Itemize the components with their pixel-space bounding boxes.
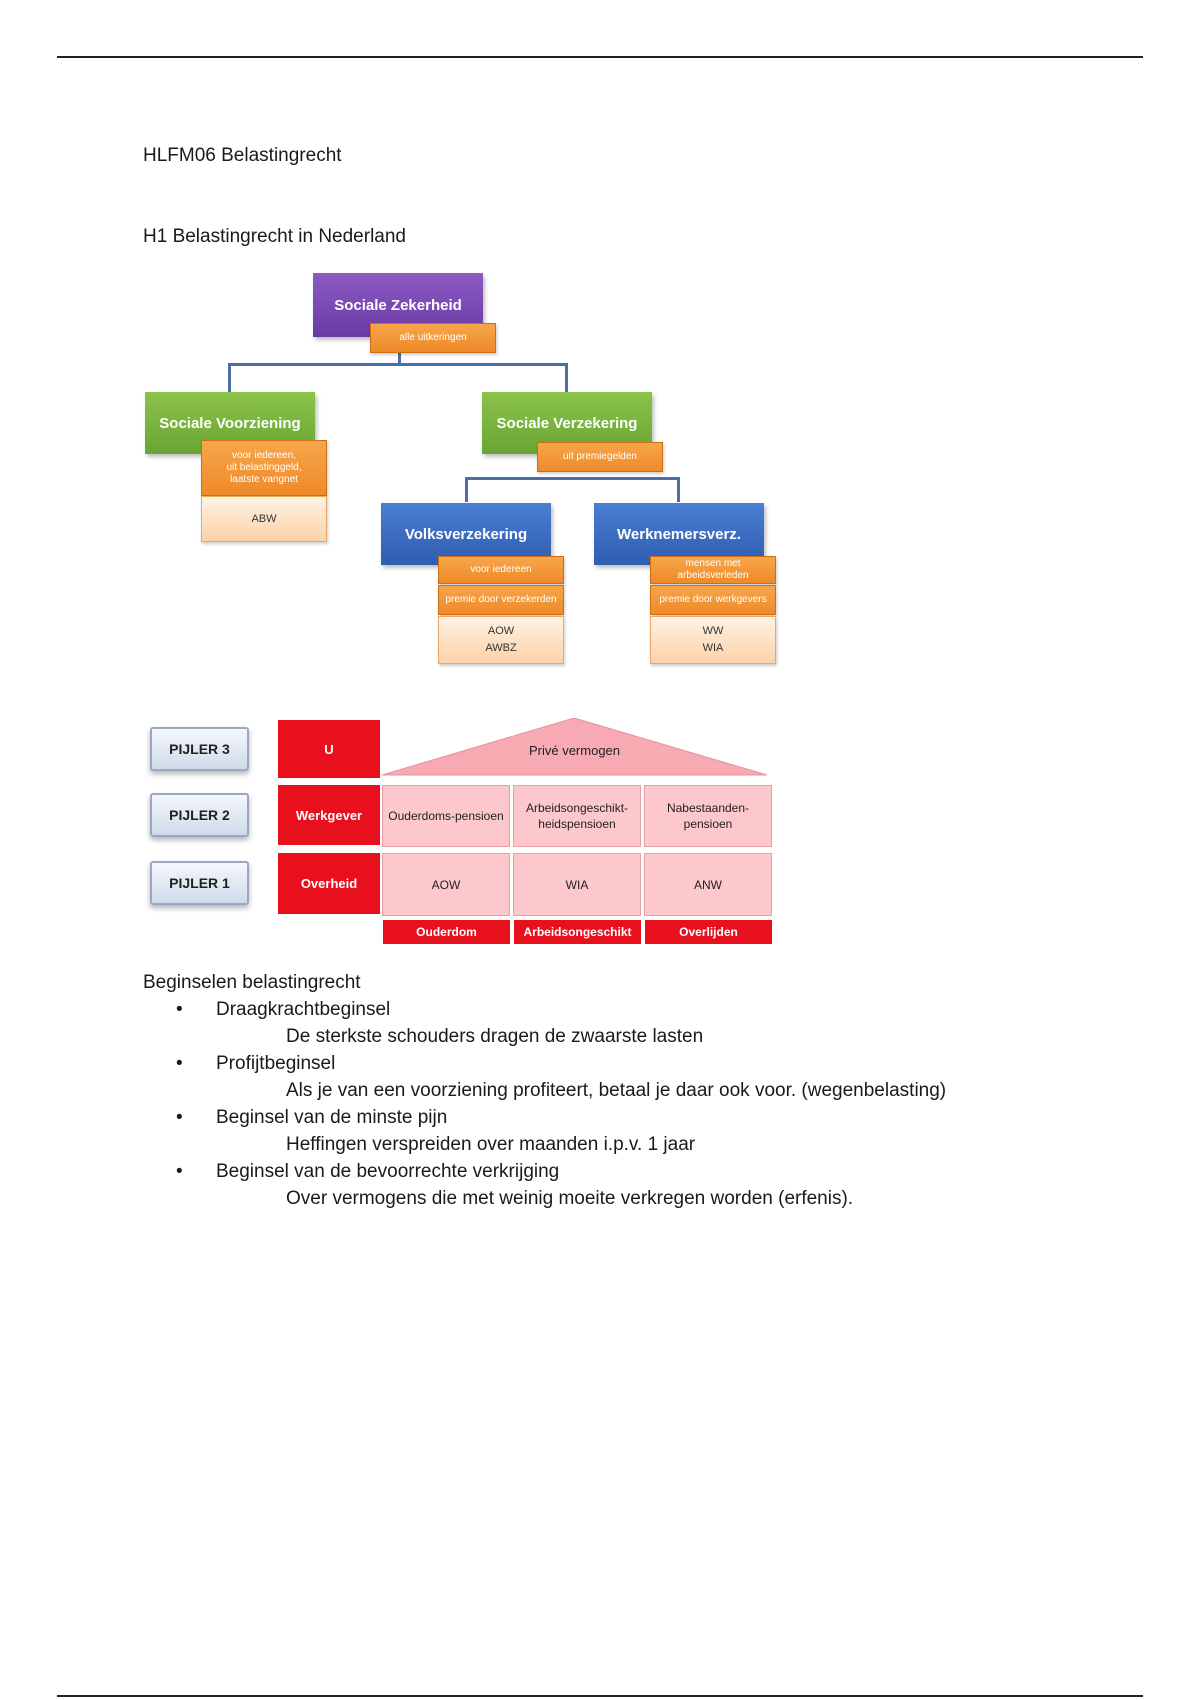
principle-description: Als je van een voorziening profiteert, b… (286, 1080, 947, 1101)
connector-verzekering-horizontal (465, 477, 680, 480)
list-item: • Beginsel van de bevoorrechte verkrijgi… (143, 1158, 1143, 1212)
pillar-3-label: PIJLER 3 (150, 727, 249, 771)
principle-description: De sterkste schouders dragen de zwaarste… (286, 1026, 704, 1047)
cell-ouderdomspensioen: Ouderdoms-pensioen (382, 785, 510, 847)
header-rule (57, 56, 1143, 58)
bullet-icon: • (176, 1161, 183, 1182)
risk-overlijden: Overlijden (645, 920, 772, 944)
principle-name: Profijtbeginsel (216, 1053, 336, 1074)
node-volksverzekering: Volksverzekering (381, 503, 551, 565)
cell-aow: AOW (382, 853, 510, 916)
example-aow: AOW (487, 625, 515, 637)
leaf-volks-examples: AOW AWBZ (438, 616, 564, 664)
actor-werkgever: Werkgever (278, 785, 380, 845)
cell-anw: ANW (644, 853, 772, 916)
tag-voorziening-line: voor iedereen, (232, 450, 296, 461)
tag-uit-premiegelden: uit premiegelden (537, 442, 663, 472)
footer-rule (57, 1695, 1143, 1697)
bullet-icon: • (176, 1053, 183, 1074)
connector-root-vertical (398, 348, 401, 365)
list-item: • Draagkrachtbeginsel De sterkste schoud… (143, 996, 1143, 1050)
cell-nabestaandenpensioen: Nabestaanden-pensioen (644, 785, 772, 847)
example-ww: WW (702, 625, 724, 637)
risk-arbeidsongeschikt: Arbeidsongeschikt (514, 920, 641, 944)
principle-name: Beginsel van de bevoorrechte verkrijging (216, 1161, 560, 1182)
bullet-icon: • (176, 1107, 183, 1128)
example-awbz: AWBZ (485, 642, 517, 654)
principles-list: • Draagkrachtbeginsel De sterkste schoud… (143, 996, 1143, 1212)
document-title: HLFM06 Belastingrecht (143, 145, 342, 166)
principle-description: Heffingen verspreiden over maanden i.p.v… (286, 1134, 696, 1155)
node-sociale-voorziening: Sociale Voorziening (145, 392, 315, 454)
principle-name: Draagkrachtbeginsel (216, 999, 391, 1020)
social-security-org-chart: Sociale Zekerheid alle uitkeringen Socia… (140, 270, 790, 670)
bullet-icon: • (176, 999, 183, 1020)
principles-section: Beginselen belastingrecht • Draagkrachtb… (143, 969, 1143, 1212)
principle-description: Over vermogens die met weinig moeite ver… (286, 1188, 854, 1209)
actor-u: U (278, 720, 380, 778)
roof-prive-vermogen (382, 718, 767, 776)
tag-alle-uitkeringen: alle uitkeringen (370, 323, 496, 353)
tag-voorziening-line: laatste vangnet (230, 474, 298, 485)
actor-overheid: Overheid (278, 853, 380, 914)
connector-werknemers (677, 477, 680, 502)
tag-voorziening: voor iedereen, uit belastinggeld, laatst… (201, 440, 327, 496)
tag-volks-premie: premie door verzekerden (438, 585, 564, 615)
tag-werknemers-arbeidsverleden: mensen met arbeidsverleden (650, 556, 776, 584)
cell-wia: WIA (513, 853, 641, 916)
leaf-voorziening-examples: ABW (201, 496, 327, 542)
tag-volks-voor-iedereen: voor iedereen (438, 556, 564, 584)
chapter-title: H1 Belastingrecht in Nederland (143, 226, 406, 247)
principles-heading: Beginselen belastingrecht (143, 972, 361, 993)
tag-werknemers-premie: premie door werkgevers (650, 585, 776, 615)
example-abw: ABW (251, 512, 277, 525)
pillar-1-label: PIJLER 1 (150, 861, 249, 905)
leaf-werknemers-examples: WW WIA (650, 616, 776, 664)
node-werknemersverzekering: Werknemersverz. (594, 503, 764, 565)
pension-pillars-chart: PIJLER 3 PIJLER 2 PIJLER 1 U Werkgever O… (140, 715, 790, 955)
example-wia: WIA (702, 642, 724, 654)
connector-volks (465, 477, 468, 502)
connector-verzekering (565, 363, 568, 393)
list-item: • Profijtbeginsel Als je van een voorzie… (143, 1050, 1143, 1104)
principle-name: Beginsel van de minste pijn (216, 1107, 448, 1128)
risk-ouderdom: Ouderdom (383, 920, 510, 944)
roof-label: Privé vermogen (528, 743, 621, 758)
cell-arbeidsongeschiktheidspensioen: Arbeidsongeschikt-heidspensioen (513, 785, 641, 847)
list-item: • Beginsel van de minste pijn Heffingen … (143, 1104, 1143, 1158)
pillar-2-label: PIJLER 2 (150, 793, 249, 837)
tag-voorziening-line: uit belastinggeld, (226, 462, 302, 473)
connector-voorziening (228, 363, 231, 393)
